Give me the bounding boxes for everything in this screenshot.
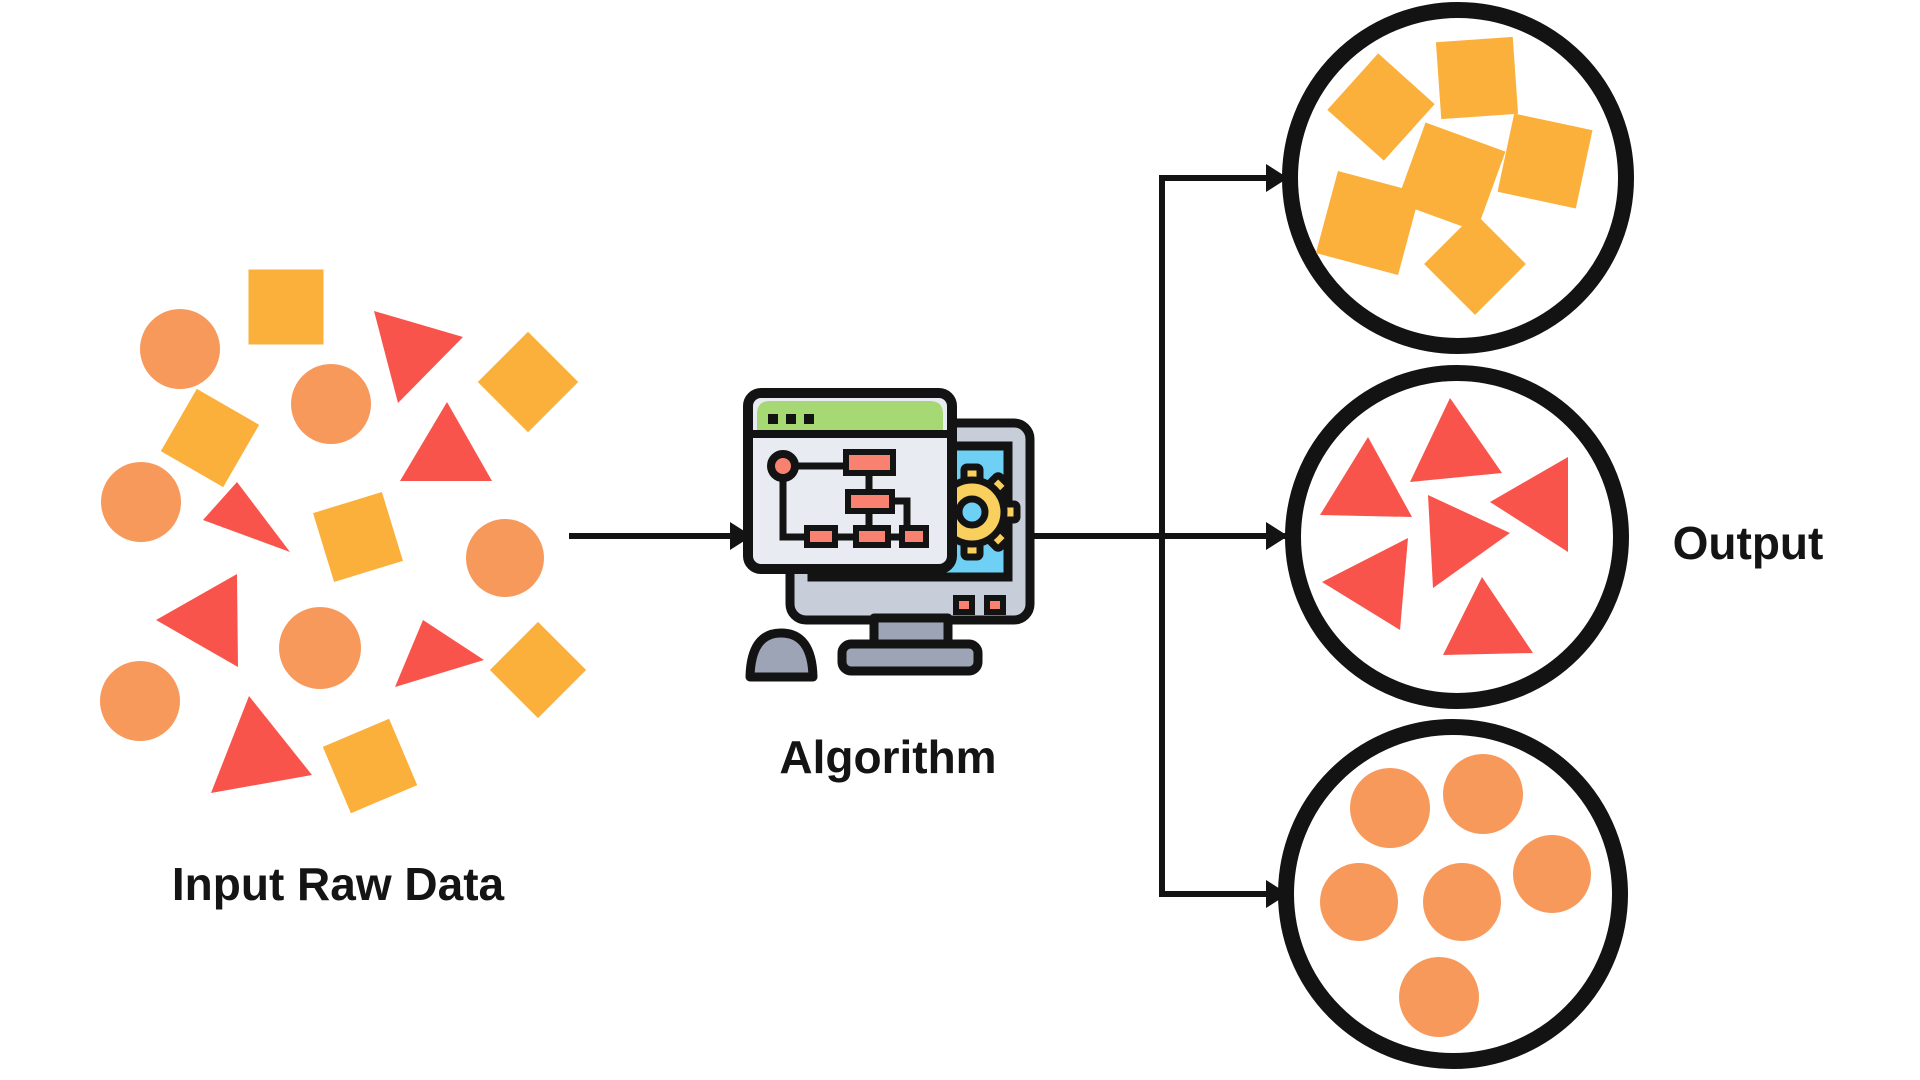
raw-data-circle: [291, 364, 371, 444]
output-cluster-of-circles: [1278, 719, 1628, 1069]
raw-data-square: [477, 331, 579, 433]
raw-data-circle: [279, 607, 361, 689]
sorted-circle: [1350, 768, 1430, 848]
sorted-triangle: [1443, 577, 1533, 655]
menu-dot-icon: [804, 414, 814, 424]
raw-data-triangle: [211, 696, 312, 793]
sorted-triangle: [1322, 538, 1408, 630]
raw-data-triangle: [395, 620, 484, 687]
raw-data-triangle: [203, 482, 290, 552]
flowchart-box: [853, 525, 891, 548]
monitor-base: [837, 639, 983, 676]
bezel-led: [984, 595, 1006, 615]
flowchart-box: [804, 525, 838, 548]
raw-data-square: [160, 388, 260, 488]
raw-data-square: [248, 269, 324, 345]
gear-icon: [923, 463, 1021, 561]
raw-data-circle: [140, 309, 220, 389]
raw-data-triangle: [400, 402, 492, 481]
flowchart-node: [767, 450, 799, 482]
browser-titlebar: [757, 401, 943, 434]
raw-data-square: [322, 718, 418, 814]
flowchart-box: [843, 449, 896, 476]
flowchart-graphic: [767, 449, 929, 548]
raw-data-square: [489, 621, 587, 719]
menu-dot-icon: [768, 414, 778, 424]
algorithm-computer-icon: [743, 388, 1035, 682]
output-cluster-of-squares: [1282, 2, 1634, 354]
sorted-triangle: [1428, 495, 1510, 588]
flow-arrows: [569, 164, 1288, 908]
sorted-circle: [1443, 754, 1523, 834]
sorted-circle: [1399, 957, 1479, 1037]
raw-data-triangle: [156, 574, 238, 667]
output-cluster-of-triangles: [1285, 365, 1629, 709]
menu-dot-icon: [786, 414, 796, 424]
input-raw-data-cluster: [100, 269, 587, 814]
sorted-circle: [1423, 863, 1501, 941]
raw-data-circle: [101, 462, 181, 542]
sorted-circle: [1320, 863, 1398, 941]
sorted-triangle: [1410, 398, 1502, 482]
algorithm-label: Algorithm: [779, 731, 997, 783]
raw-data-triangle: [374, 311, 463, 403]
sorted-square: [1424, 213, 1526, 315]
sorted-square: [1396, 122, 1506, 232]
gear-hole: [955, 495, 989, 529]
flowchart-box: [845, 489, 895, 514]
raw-data-circle: [100, 661, 180, 741]
browser-window: [743, 388, 957, 574]
sorted-circle: [1513, 835, 1591, 913]
mouse-icon: [745, 628, 818, 682]
sorted-square: [1497, 113, 1593, 209]
sorted-square: [1315, 170, 1421, 276]
output-label: Output: [1672, 517, 1824, 569]
output-clusters: [1278, 2, 1634, 1069]
sorted-triangle: [1490, 457, 1568, 552]
flowchart-box: [899, 525, 929, 548]
sorted-square: [1435, 36, 1519, 120]
bezel-led: [953, 595, 975, 615]
raw-data-square: [313, 492, 403, 582]
input-raw-data-label: Input Raw Data: [171, 858, 505, 910]
sorted-square: [1327, 53, 1435, 161]
sorted-triangle: [1320, 437, 1412, 517]
raw-data-circle: [466, 519, 544, 597]
